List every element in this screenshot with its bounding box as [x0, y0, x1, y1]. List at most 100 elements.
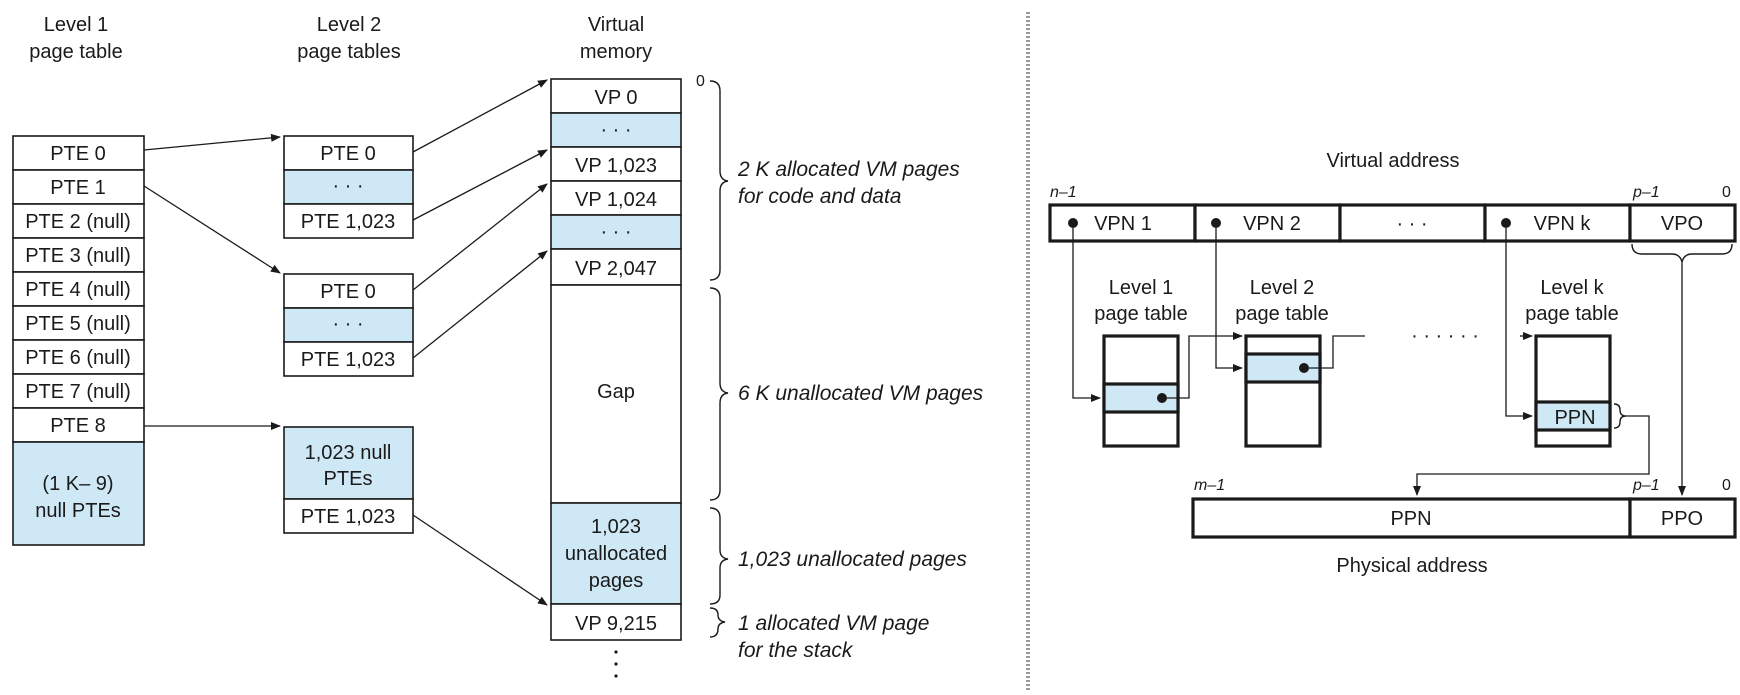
wire-vpnk-to-lk	[1505, 228, 1533, 420]
level1-pte-1: PTE 1	[50, 177, 106, 199]
arrow-pte0-to-l2a	[143, 133, 281, 151]
vm-unalloc-line2: unallocated	[565, 543, 667, 565]
level2-page-table-a: PTE 0 · · · PTE 1,023	[283, 135, 414, 239]
vm-header-line2: memory	[580, 41, 652, 63]
level1-page-table: PTE 0 PTE 1 PTE 2 (null) PTE 3 (null) PT…	[12, 135, 145, 546]
rp-levelk-label-line2: page table	[1525, 303, 1618, 325]
level1-pte-8: PTE 8	[50, 415, 106, 437]
l2a-pte-0: PTE 0	[320, 143, 376, 165]
brace-allocated-code	[709, 80, 729, 281]
va-field-vpnk: VPN k	[1534, 213, 1592, 235]
brace-ppn	[1613, 403, 1627, 429]
level1-null-ptes-line1: (1 K– 9)	[42, 473, 113, 495]
annotation-stack-line2: for the stack	[738, 639, 854, 662]
level1-pte-3: PTE 3 (null)	[25, 245, 131, 267]
level1-header-line2: page table	[29, 41, 122, 63]
annotation-gap: 6 K unallocated VM pages	[738, 382, 984, 405]
annotation-code-data-line1: 2 K allocated VM pages	[737, 158, 960, 181]
l2b-ellipsis: · · ·	[332, 313, 363, 335]
vm-ellipsis-2: · · ·	[600, 221, 631, 243]
va-field-ellipsis: · · ·	[1396, 213, 1427, 235]
level2-page-table-c: 1,023 null PTEs PTE 1,023	[283, 426, 414, 534]
rp-levelk-label-line1: Level k	[1540, 277, 1604, 299]
wire-vpn1-to-l1	[1072, 228, 1101, 402]
vm-header-line1: Virtual	[588, 14, 644, 36]
va-field-vpo: VPO	[1661, 213, 1703, 235]
vm-continuation-dot	[614, 650, 618, 654]
address-translation-panel: Virtual address n–1 p–1 0 VPN 1 VPN 2 · …	[1048, 150, 1737, 577]
arrow-l2b-pte0-to-vp1024	[412, 183, 548, 291]
vm-gap: Gap	[597, 381, 635, 403]
l2c-null-line2: PTEs	[324, 468, 373, 490]
vm-unalloc-line3: pages	[589, 570, 644, 592]
wire-l2-out	[1309, 335, 1365, 369]
physical-address-title: Physical address	[1336, 555, 1487, 577]
arrow-pte1-to-l2b	[143, 185, 281, 274]
rp-levels-ellipsis: · · · · · ·	[1411, 325, 1479, 347]
l2a-pte-1023: PTE 1,023	[301, 211, 396, 233]
wire-vpn2-to-l2	[1215, 228, 1243, 372]
pa-field-ppo: PPO	[1661, 508, 1703, 530]
vm-continuation-dot	[614, 674, 618, 678]
vm-vp-1023: VP 1,023	[575, 155, 657, 177]
brace-gap	[709, 287, 729, 501]
l2c-pte-1023: PTE 1,023	[301, 506, 396, 528]
annotation-code-data-line2: for code and data	[738, 185, 901, 208]
vm-vp-0: VP 0	[595, 87, 638, 109]
rp-ppn-entry: PPN	[1554, 407, 1595, 429]
level1-header-line1: Level 1	[44, 14, 109, 36]
bit-label-zero: 0	[1722, 184, 1731, 201]
rp-level1-label-line1: Level 1	[1109, 277, 1174, 299]
annotation-unallocated: 1,023 unallocated pages	[738, 548, 967, 571]
va-field-vpn2: VPN 2	[1243, 213, 1301, 235]
level1-pte-5: PTE 5 (null)	[25, 313, 131, 335]
level1-pte-0: PTE 0	[50, 143, 106, 165]
level1-pte-7: PTE 7 (null)	[25, 381, 131, 403]
level1-pte-4: PTE 4 (null)	[25, 279, 131, 301]
level2-page-table-b: PTE 0 · · · PTE 1,023	[283, 273, 414, 377]
l2c-null-line1: 1,023 null	[305, 442, 392, 464]
l2b-pte-0: PTE 0	[320, 281, 376, 303]
vm-vp-2047: VP 2,047	[575, 258, 657, 280]
vm-vp-9215: VP 9,215	[575, 613, 657, 635]
level1-pte-6: PTE 6 (null)	[25, 347, 131, 369]
rp-level2-label-line1: Level 2	[1250, 277, 1315, 299]
bit-label-p1: p–1	[1632, 184, 1660, 201]
arrow-l2b-pte1023-to-vp2047	[412, 250, 548, 359]
bit-label-m1: m–1	[1194, 477, 1225, 494]
level2-header-line2: page tables	[297, 41, 400, 63]
vm-continuation-dot	[614, 662, 618, 666]
virtual-address-title: Virtual address	[1326, 150, 1459, 172]
va-field-vpn1: VPN 1	[1094, 213, 1152, 235]
rp-levelk-table: PPN	[1534, 334, 1612, 448]
arrow-l2a-pte1023-to-vp1023	[412, 149, 548, 221]
bit-label-zero-pa: 0	[1722, 477, 1731, 494]
rp-level2-label-line2: page table	[1235, 303, 1328, 325]
brace-unallocated	[709, 507, 729, 605]
level1-null-ptes-line2: null PTEs	[35, 500, 121, 522]
arrow-l2a-pte0-to-vp0	[412, 79, 548, 153]
l2a-ellipsis: · · ·	[332, 175, 363, 197]
rp-level2-table	[1244, 334, 1322, 448]
l2b-pte-1023: PTE 1,023	[301, 349, 396, 371]
bit-label-p1-pa: p–1	[1632, 477, 1660, 494]
vm-vp-1024: VP 1,024	[575, 189, 657, 211]
rp-level1-label-line2: page table	[1094, 303, 1187, 325]
annotation-stack-line1: 1 allocated VM page	[738, 612, 929, 635]
wire-ppn-to-pa	[1413, 415, 1650, 496]
level1-pte-2: PTE 2 (null)	[25, 211, 131, 233]
virtual-memory-column: VP 0 · · · VP 1,023 VP 1,024 · · · VP 2,…	[550, 73, 705, 678]
virtual-address-bar: VPN 1 VPN 2 · · · VPN k VPO	[1048, 203, 1737, 243]
level2-header-line1: Level 2	[317, 14, 382, 36]
pa-field-ppn: PPN	[1390, 508, 1431, 530]
arrow-l2c-pte1023-to-vp9215	[412, 514, 548, 606]
physical-address-bar: PPN PPO	[1191, 497, 1737, 539]
vm-address-zero: 0	[696, 73, 705, 90]
multi-level-page-table-panel: Level 1 page table Level 2 page tables V…	[12, 14, 984, 678]
vm-unalloc-line1: 1,023	[591, 516, 641, 538]
brace-stack	[709, 607, 726, 638]
vm-ellipsis-1: · · ·	[600, 119, 631, 141]
rp-level1-table	[1102, 334, 1180, 448]
bit-label-n1: n–1	[1050, 184, 1077, 201]
